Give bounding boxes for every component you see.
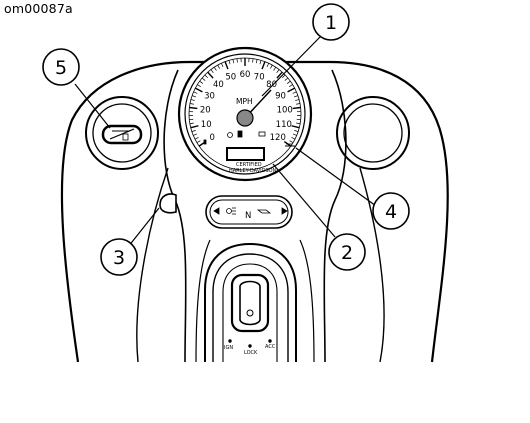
ignition-acc-label: ACC xyxy=(265,344,276,350)
callout-3: 3 xyxy=(101,239,137,275)
speedometer-tick-label: 0 xyxy=(210,133,215,143)
fuel-gauge xyxy=(86,97,158,169)
ignition-lock-label: LOCK xyxy=(244,350,258,356)
speedometer-tick-label: 40 xyxy=(213,80,224,90)
odometer-caption-line2: HARLEY-DAVIDSON xyxy=(229,168,277,174)
odometer-window xyxy=(227,148,264,160)
speedometer-tick-label: 10 xyxy=(201,120,212,130)
callout-2: 2 xyxy=(329,234,365,270)
speedometer-tick-label: 70 xyxy=(254,73,265,83)
speedometer-major-tick xyxy=(293,107,301,108)
callout-4: 4 xyxy=(373,193,409,229)
speedometer-tick-label: 60 xyxy=(240,70,251,80)
speedometer-unit-label: MPH xyxy=(236,97,253,106)
indicator-console: N xyxy=(206,196,292,228)
neutral-indicator: N xyxy=(245,211,251,221)
high-beam-icon xyxy=(227,209,232,214)
right-dial xyxy=(337,97,409,169)
callout-5: 5 xyxy=(43,49,79,85)
callout-5-number: 5 xyxy=(55,57,67,79)
high-beam-lines xyxy=(232,208,236,214)
speedometer-tick-label: 120 xyxy=(270,133,286,143)
leader-3 xyxy=(128,208,159,247)
speedometer-tick-label: 110 xyxy=(276,120,292,130)
fuel-cap-vent xyxy=(160,194,176,213)
speedometer-tick-label: 20 xyxy=(200,105,211,115)
left-turn-icon xyxy=(214,208,219,214)
ignition-switch xyxy=(205,244,296,362)
oil-pressure-icon xyxy=(258,210,270,213)
ignition-off-label: IGN xyxy=(224,345,233,351)
callout-1-number: 1 xyxy=(325,12,337,34)
callout-2-number: 2 xyxy=(341,242,353,264)
speedometer-major-tick xyxy=(189,107,197,108)
callout-3-number: 3 xyxy=(113,247,125,269)
right-turn-icon xyxy=(282,208,287,214)
speedometer-tick-label: 100 xyxy=(277,105,293,115)
speedometer-tick-label: 30 xyxy=(204,92,215,102)
speedometer-tick-label: 50 xyxy=(225,73,236,83)
callout-4-number: 4 xyxy=(385,201,397,223)
needle-hub xyxy=(237,110,253,126)
speedometer-tick-label: 90 xyxy=(275,92,286,102)
callout-1: 1 xyxy=(313,4,349,40)
figure-id: om00087a xyxy=(4,1,73,16)
